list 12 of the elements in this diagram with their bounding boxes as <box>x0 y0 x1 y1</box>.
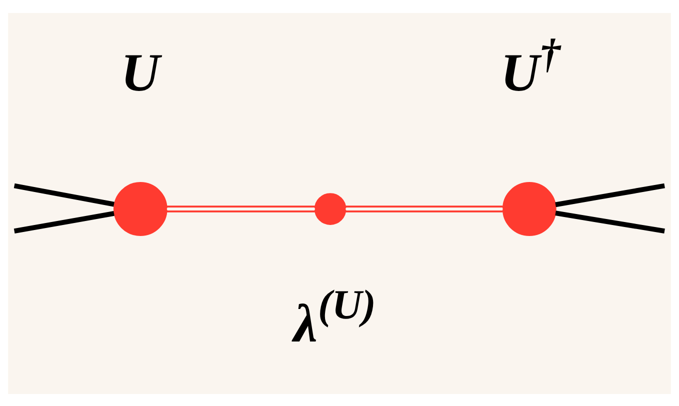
connector <box>14 182 114 206</box>
connector <box>14 210 114 233</box>
node-circle <box>502 182 556 236</box>
node-circle <box>314 192 346 224</box>
connector <box>555 210 665 233</box>
connector <box>346 205 503 212</box>
node-label: U <box>120 42 160 102</box>
node-label: U$^{†}$ <box>500 30 561 102</box>
connector <box>166 205 315 212</box>
node-circle <box>113 182 168 236</box>
node-label: λ$^{(U)}$ <box>294 282 376 354</box>
connector <box>555 182 665 207</box>
